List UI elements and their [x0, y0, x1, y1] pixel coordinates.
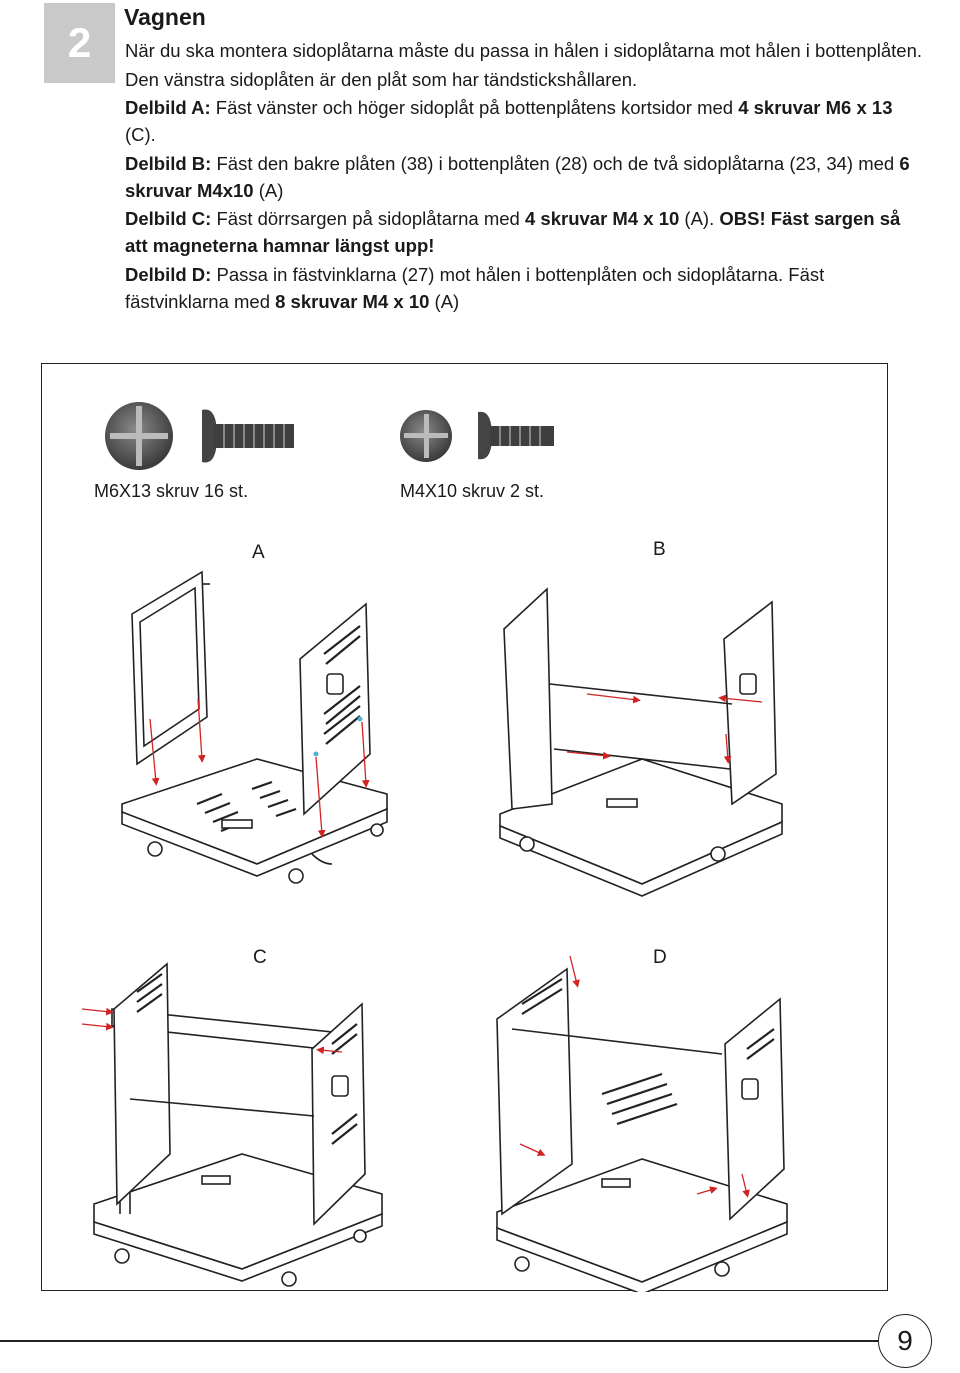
instruction-text-segment: Passa in fästvinklarna (27) mot hålen i … [125, 263, 825, 312]
instruction-text-segment: Fäst den bakre plåten (38) i bottenplåte… [211, 152, 900, 174]
assembly-illustrations [81, 402, 788, 1292]
diagram-d [496, 955, 788, 1292]
page-number: 9 [878, 1314, 932, 1368]
instruction-text-segment: Den vänstra sidoplåten är den plåt som h… [125, 68, 638, 90]
instruction-text-segment: (C). [125, 124, 156, 145]
m4-screw-label: M4X10 skruv 2 st. [400, 481, 545, 501]
instruction-text-segment: 4 skruvar M6 x 13 [738, 97, 893, 118]
m4-screw-head-icon [400, 410, 452, 462]
m4-screw-side-icon [478, 411, 554, 460]
diagram-b [499, 587, 783, 897]
step-number: 2 [67, 19, 92, 66]
instruction-text-segment: (A) [253, 179, 284, 201]
step-number-box: 2 [44, 3, 115, 83]
m6-screw-side-icon [202, 409, 294, 463]
instruction-paragraph: Den vänstra sidoplåten är den plåt som h… [125, 66, 925, 93]
footer-rule [0, 1340, 880, 1342]
panel-label-d: D [653, 947, 667, 968]
instruction-paragraph: När du ska montera sidoplåtarna måste du… [125, 37, 925, 64]
instruction-text-segment: Fäst vänster och höger sidoplåt på botte… [210, 97, 739, 118]
instructions: När du ska montera sidoplåtarna måste du… [125, 37, 925, 316]
instruction-paragraph-part-c: Delbild C: Fäst dörrsargen på sidoplåtar… [125, 205, 925, 259]
instruction-paragraph-part-a: Delbild A: Fäst vänster och höger sidopl… [125, 94, 925, 148]
section-title: Vagnen [124, 4, 206, 30]
panel-label-b: B [653, 539, 666, 560]
instruction-paragraph-part-b: Delbild B: Fäst den bakre plåten (38) i … [125, 150, 925, 204]
instruction-text-segment: Fäst dörrsargen på sidoplåtarna med [211, 208, 525, 229]
instruction-text-segment: (A) [429, 290, 460, 312]
instruction-text-segment: Delbild D: [125, 263, 212, 285]
m6-screw-head-icon [105, 402, 173, 470]
instruction-text-segment: Delbild B: [125, 152, 212, 174]
instruction-text-segment: 4 skruvar M4 x 10 [525, 208, 680, 229]
page-number-text: 9 [897, 1325, 913, 1356]
diagram-a [121, 570, 388, 884]
instruction-text-segment: Delbild A: [125, 97, 211, 118]
instruction-text-segment: 8 skruvar M4 x 10 [275, 290, 430, 312]
instruction-text-segment: OBS! Fäst sargen så att magneterna hamna… [125, 208, 901, 256]
instruction-text-segment: Delbild C: [125, 208, 212, 229]
panel-label-a: A [252, 542, 265, 563]
instruction-text-segment: (A). [679, 208, 720, 229]
instruction-text-segment: 6 skruvar M4x10 [125, 152, 910, 201]
m6-screw-label: M6X13 skruv 16 st. [94, 481, 249, 501]
assembly-figure-frame: M6X13 skruv 16 st. M4X10 skruv 2 st. A B… [41, 363, 888, 1292]
instruction-text-segment: När du ska montera sidoplåtarna måste du… [125, 40, 923, 61]
instruction-paragraph-part-d: Delbild D: Passa in fästvinklarna (27) m… [125, 261, 925, 315]
panel-label-c: C [253, 947, 267, 968]
diagram-c [81, 962, 383, 1287]
